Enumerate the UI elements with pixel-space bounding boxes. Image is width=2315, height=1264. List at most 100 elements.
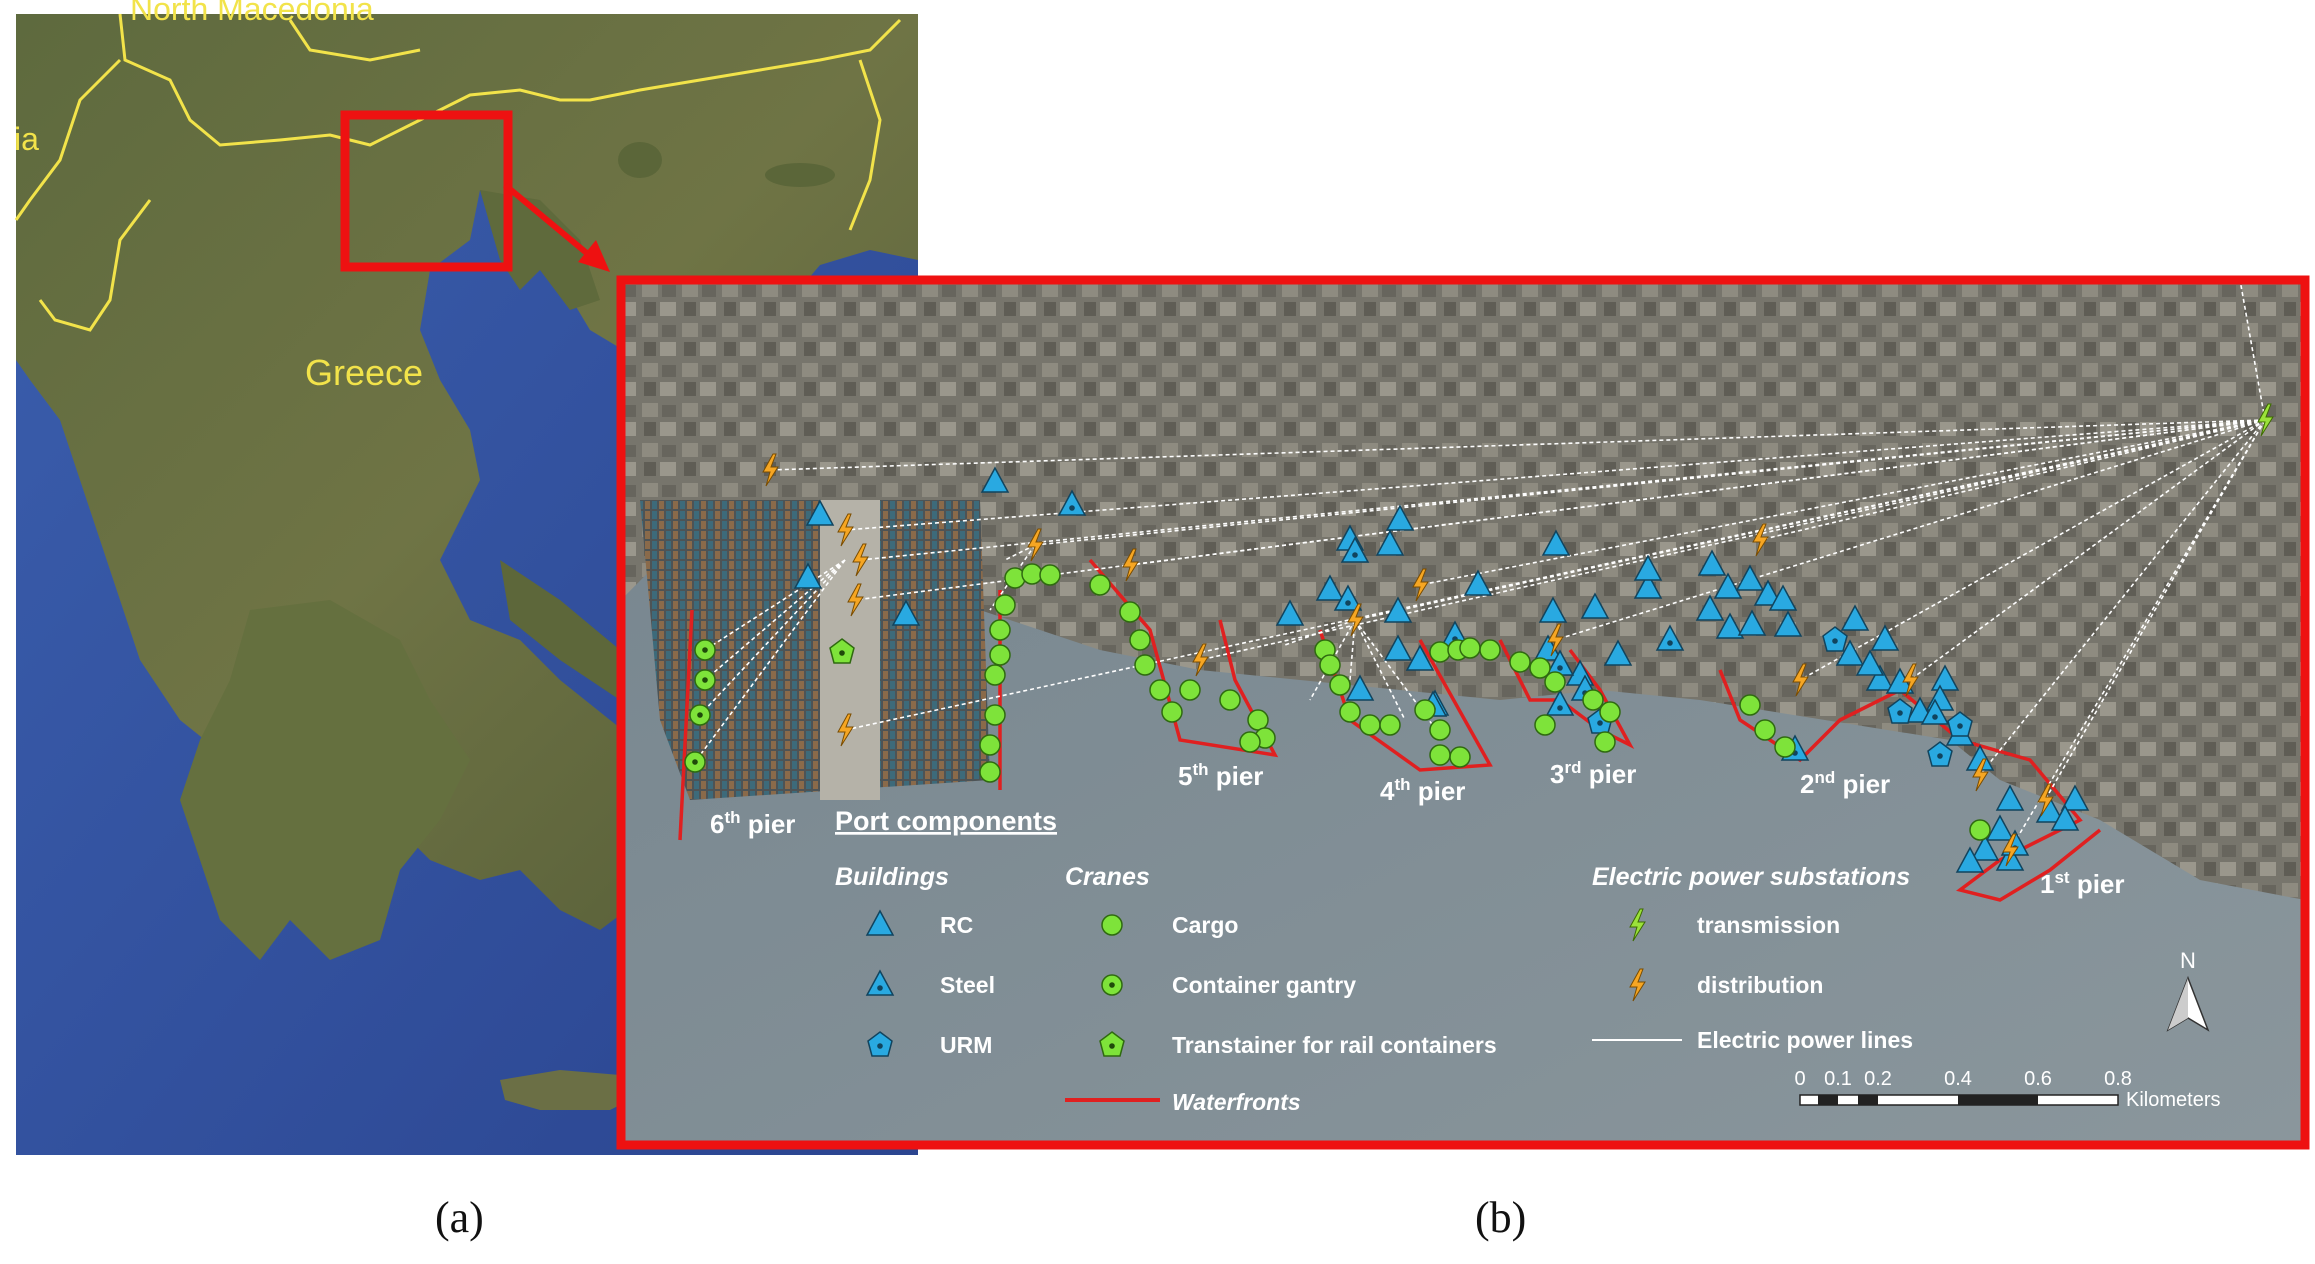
- pier-label-2: 2nd pier: [1800, 768, 1890, 799]
- cargo-crane-icon: [1247, 709, 1269, 731]
- city-land: [621, 280, 2305, 900]
- peloponnese-landmass: [180, 600, 470, 960]
- cargo-crane-icon: [1414, 699, 1436, 721]
- legend-cranes-head: Cranes: [1065, 863, 1150, 891]
- power-line: [1004, 544, 1036, 561]
- scale-tick-2: 0.2: [1864, 1068, 1892, 1090]
- cargo-crane-icon: [984, 704, 1006, 726]
- cargo-crane-icon: [994, 594, 1016, 616]
- scale-tick-3: 0.4: [1944, 1068, 1972, 1090]
- cargo-crane-icon: [1039, 564, 1061, 586]
- legend-transtainer-label: Transtainer for rail containers: [1172, 1032, 1497, 1058]
- cargo-crane-icon: [1582, 689, 1604, 711]
- legend-gantry-label: Container gantry: [1172, 972, 1356, 998]
- cargo-crane-icon: [1329, 674, 1351, 696]
- cargo-crane-icon: [979, 761, 1001, 783]
- pier-label-4: 4th pier: [1380, 775, 1465, 806]
- country-border-line: [288, 19, 421, 62]
- cargo-crane-icon: [1599, 701, 1621, 723]
- country-border-line: [118, 13, 902, 147]
- power-line: [1284, 619, 1356, 646]
- cargo-crane-icon: [1429, 744, 1451, 766]
- location-arrowhead: [578, 240, 610, 272]
- caption-a: (a): [435, 1193, 484, 1242]
- power-line: [1979, 419, 2266, 776]
- pier-label-1: 1st pier: [2040, 868, 2125, 899]
- cargo-crane-icon: [1339, 701, 1361, 723]
- power-line: [1419, 419, 2266, 586]
- legend-power-lines-label: Electric power lines: [1697, 1027, 1913, 1053]
- legend-steel-label: Steel: [940, 972, 995, 998]
- cargo-crane-icon: [979, 734, 1001, 756]
- label-albania-fragment: ia: [14, 121, 39, 157]
- power-line: [1354, 419, 2266, 621]
- cargo-crane-icon: [984, 664, 1006, 686]
- power-line: [1034, 419, 2266, 546]
- cargo-crane-icon: [1179, 679, 1201, 701]
- cargo-crane-icon: [1379, 714, 1401, 736]
- power-line: [1129, 419, 2266, 566]
- cargo-crane-icon: [1239, 731, 1261, 753]
- cargo-crane-icon: [1429, 719, 1451, 741]
- scale-tick-5: 0.8: [2104, 1068, 2132, 1090]
- legend-cargo-icon: [1101, 914, 1123, 936]
- power-line: [1799, 419, 2266, 681]
- samothrace-island: [765, 163, 835, 187]
- cargo-crane-icon: [1754, 719, 1776, 741]
- power-line: [2239, 279, 2266, 421]
- thasos-island: [618, 142, 662, 178]
- power-line: [769, 419, 2266, 471]
- power-line: [1554, 419, 2266, 641]
- cargo-crane-icon: [1509, 651, 1531, 673]
- north-label: N: [2180, 948, 2196, 973]
- cargo-crane-icon: [1119, 601, 1141, 623]
- legend-buildings-head: Buildings: [835, 863, 949, 891]
- legend-substations-head: Electric power substations: [1592, 863, 1910, 891]
- cargo-crane-icon: [1449, 746, 1471, 768]
- container-gantry-icon: [689, 704, 711, 726]
- container-gantry-icon: [694, 669, 716, 691]
- legend-transmission-label: transmission: [1697, 912, 1840, 938]
- location-arrow: [503, 182, 597, 263]
- power-line: [1909, 419, 2266, 681]
- cargo-crane-icon: [1594, 731, 1616, 753]
- power-line: [2009, 419, 2266, 851]
- cargo-crane-icon: [1319, 654, 1341, 676]
- country-border-line: [38, 199, 152, 332]
- power-line: [859, 419, 2266, 561]
- cargo-crane-icon: [989, 644, 1011, 666]
- cargo-crane-icon: [1969, 819, 1991, 841]
- pier-label-5: 5th pier: [1178, 760, 1263, 791]
- cargo-crane-icon: [1739, 694, 1761, 716]
- cargo-crane-icon: [1479, 639, 1501, 661]
- legend-title: Port components: [835, 806, 1057, 836]
- cargo-crane-icon: [1459, 637, 1481, 659]
- cargo-crane-icon: [1134, 654, 1156, 676]
- scale-tick-0: 0: [1794, 1068, 1805, 1090]
- cargo-crane-icon: [989, 619, 1011, 641]
- legend-urm-label: URM: [940, 1032, 992, 1058]
- power-line: [1354, 619, 1406, 721]
- country-border-line: [14, 58, 122, 221]
- legend-distribution-label: distribution: [1697, 972, 1823, 998]
- legend: Port components Buildings Cranes Electri…: [835, 806, 1913, 1115]
- north-arrow-icon: N: [2166, 948, 2210, 1032]
- cargo-crane-icon: [1429, 641, 1451, 663]
- cargo-crane-icon: [1089, 574, 1111, 596]
- inset-frame: [616, 275, 2310, 1150]
- cargo-crane-icon: [1219, 689, 1241, 711]
- cargo-crane-icon: [1544, 671, 1566, 693]
- pier-label-3: 3rd pier: [1550, 758, 1636, 789]
- legend-rc-label: RC: [940, 912, 973, 938]
- cargo-crane-icon: [1149, 679, 1171, 701]
- label-north-macedonia: North Macedonia: [130, 0, 374, 27]
- caption-b: (b): [1475, 1193, 1527, 1242]
- country-border-line: [848, 59, 882, 231]
- power-line: [704, 559, 846, 681]
- cargo-crane-icon: [1021, 563, 1043, 585]
- cargo-crane-icon: [1161, 701, 1183, 723]
- scale-bar: 0 0.1 0.2 0.4 0.6 0.8 Kilometers: [1794, 1068, 2220, 1111]
- container-terminal: [640, 500, 990, 800]
- scale-tick-1: 0.1: [1824, 1068, 1852, 1090]
